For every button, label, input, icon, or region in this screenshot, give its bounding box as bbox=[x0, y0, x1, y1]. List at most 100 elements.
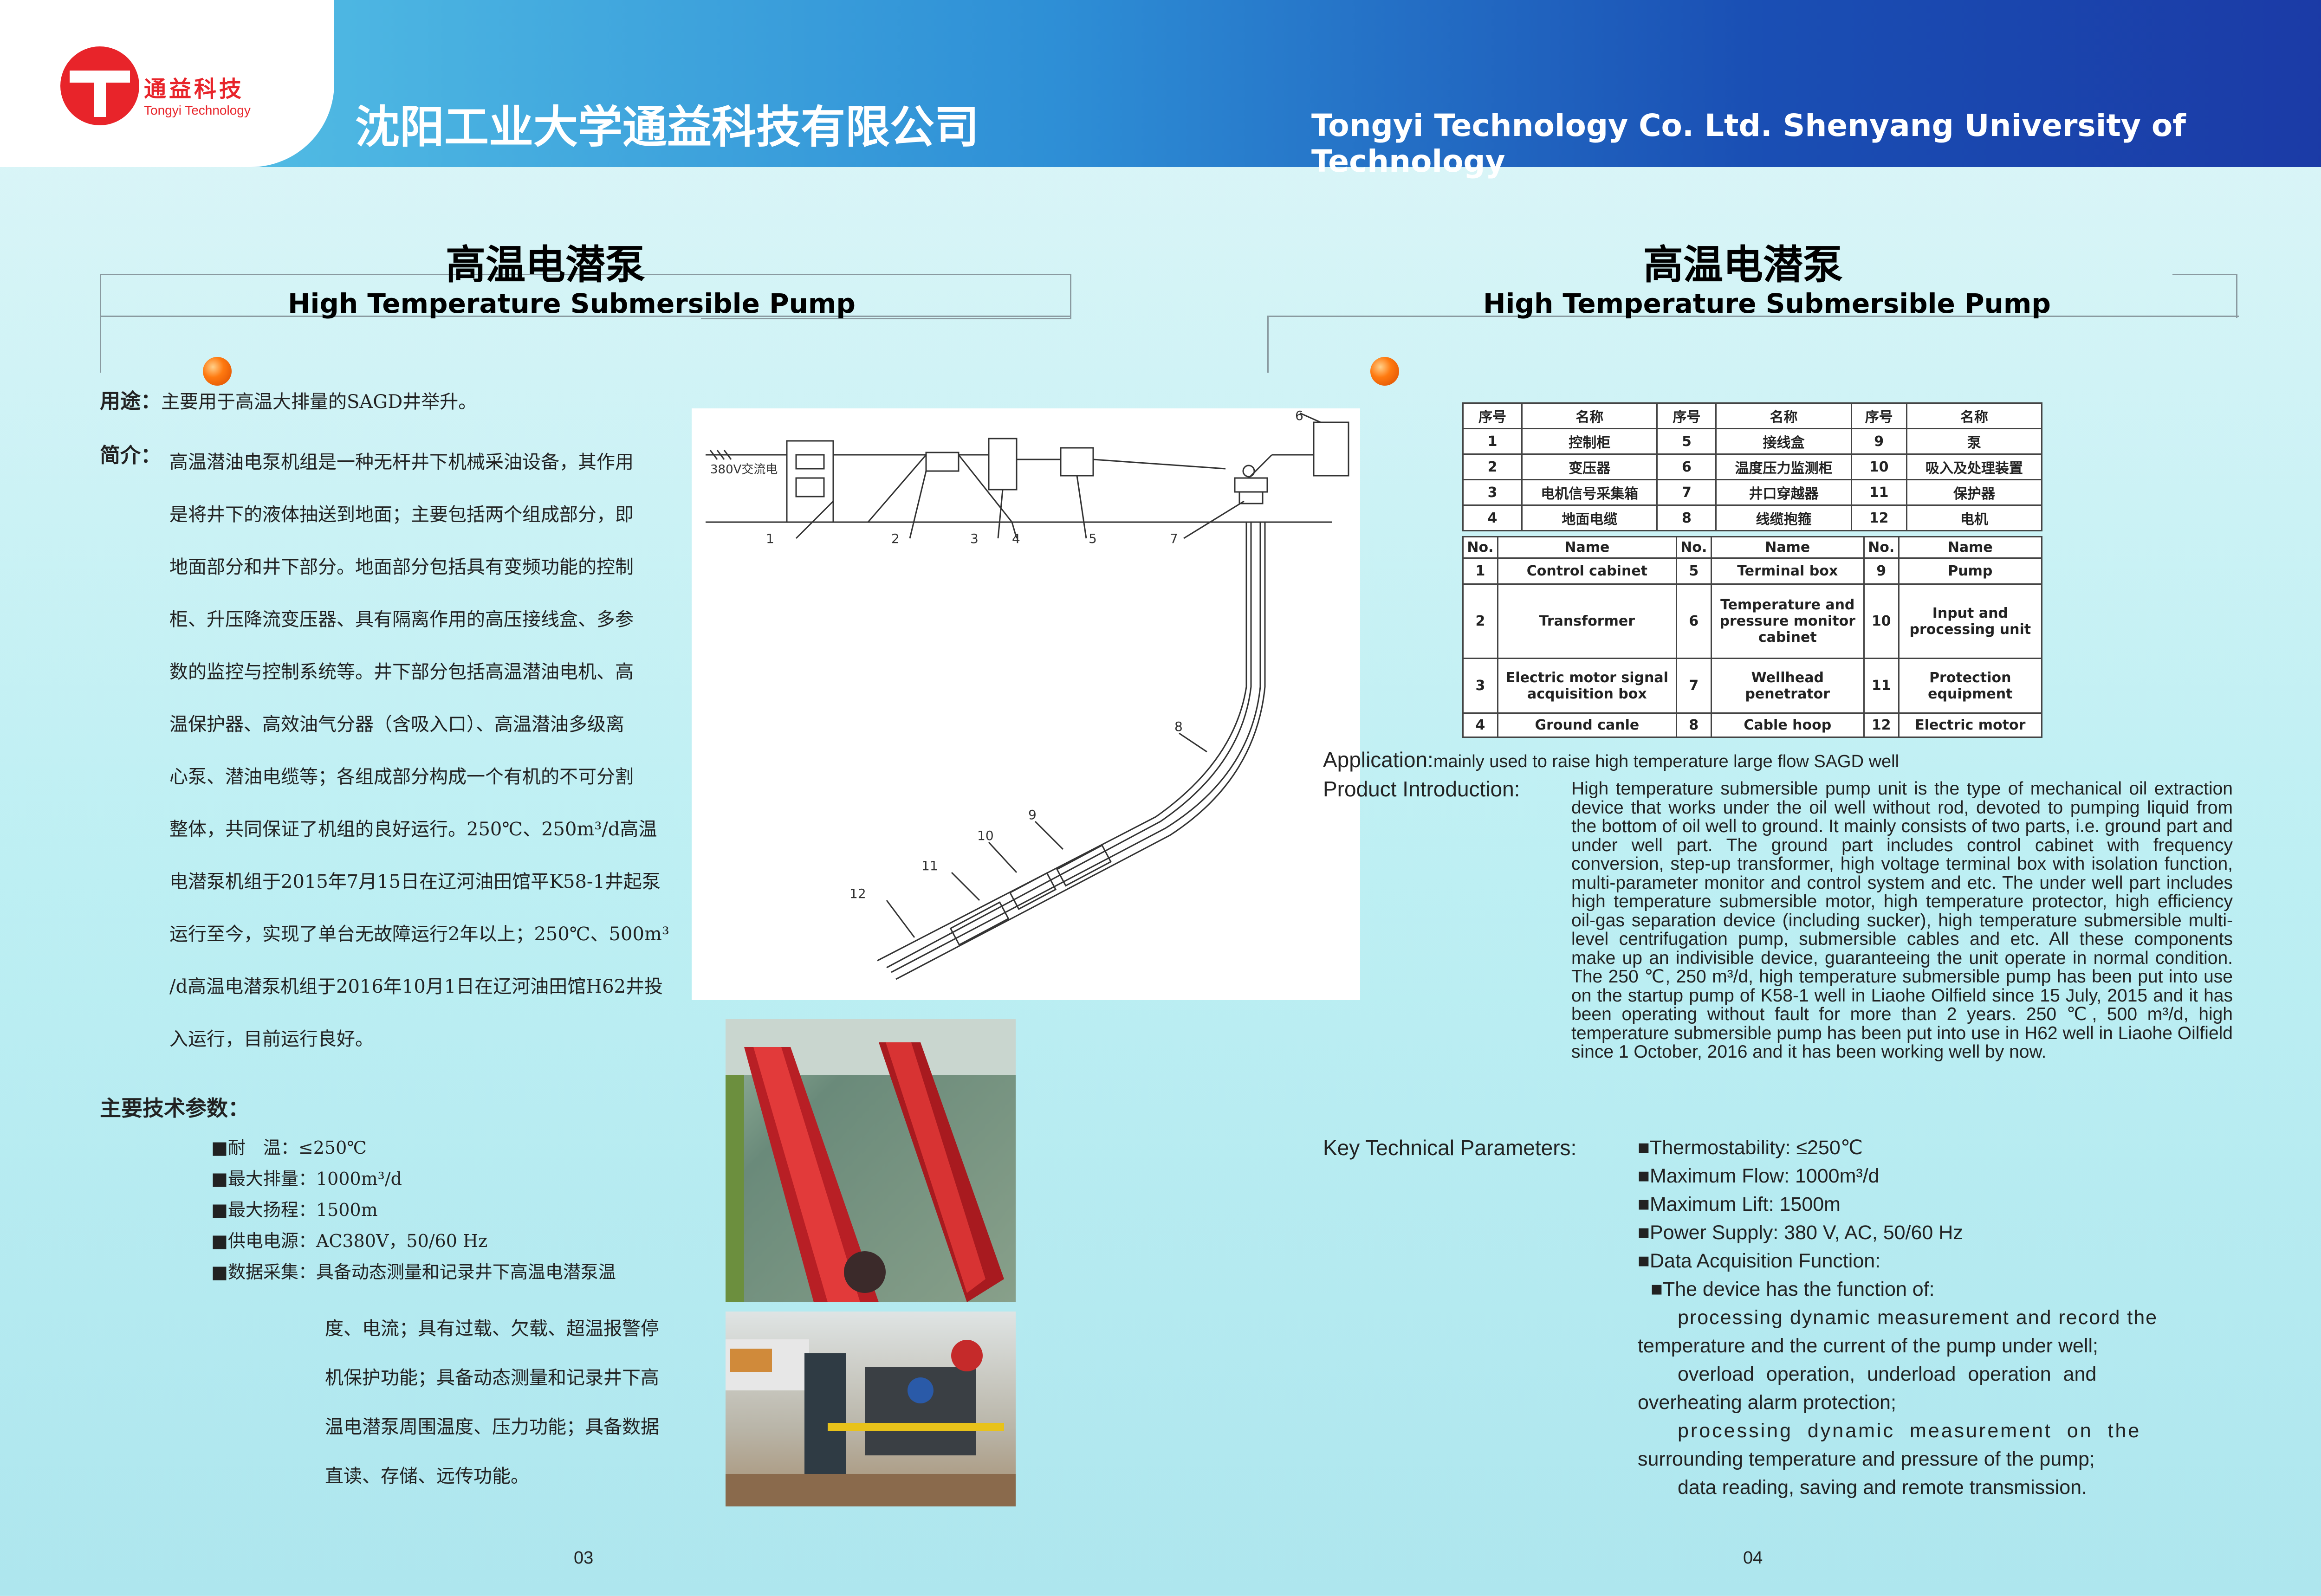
header-cell: No. bbox=[1675, 536, 1712, 559]
callout-6: 6 bbox=[1295, 408, 1303, 423]
usage-line: 用途：主要用于高温大排量的SAGD井举升。 bbox=[100, 388, 477, 416]
company-name-en: Tongyi Technology Co. Ltd. Shenyang Univ… bbox=[1311, 108, 2186, 179]
param-cont-line: 直读、存储、远传功能。 bbox=[325, 1466, 529, 1487]
intro-paragraph: 高温潜油电泵机组是一种无杆井下机械采油设备，其作用 是将井下的液体抽送到地面；主… bbox=[169, 436, 696, 1066]
intro-label: 简介： bbox=[100, 444, 161, 467]
cell: Pump bbox=[1898, 557, 2043, 585]
cell: 7 bbox=[1656, 479, 1717, 506]
table-header-row: No. Name No. Name No. Name bbox=[1462, 536, 2043, 559]
intro-line: 入运行，目前运行良好。 bbox=[169, 1028, 374, 1050]
right-title-en: High Temperature Submersible Pump bbox=[1483, 288, 2051, 319]
cell: 11 bbox=[1850, 479, 1907, 506]
cell: Transformer bbox=[1497, 583, 1677, 659]
header-cell: Name bbox=[1497, 536, 1677, 559]
left-title-frame bbox=[100, 274, 1071, 373]
cell: Protection equipment bbox=[1898, 658, 2043, 714]
param-item: ■Thermostability: ≤250℃ bbox=[1638, 1137, 1863, 1159]
params-title: 主要技术参数： bbox=[100, 1096, 249, 1121]
cell: 8 bbox=[1656, 504, 1717, 531]
cell: Control cabinet bbox=[1497, 557, 1677, 585]
wellhead-photo bbox=[726, 1312, 1016, 1506]
intro-line: 柜、升压降流变压器、具有隔离作用的高压接线盒、多参 bbox=[169, 609, 634, 630]
header-cell: Name bbox=[1710, 536, 1865, 559]
cell: 吸入及处理装置 bbox=[1906, 453, 2043, 480]
callout-11: 11 bbox=[921, 858, 938, 873]
param-cont-line: 机保护功能；具备动态测量和记录井下高 bbox=[325, 1367, 659, 1389]
cell: 3 bbox=[1462, 658, 1498, 714]
cell: 保护器 bbox=[1906, 479, 2043, 506]
cell: 4 bbox=[1462, 504, 1523, 531]
cell: Electric motor bbox=[1898, 712, 2043, 738]
function-head: ■The device has the function of: bbox=[1651, 1278, 1935, 1300]
cell: 12 bbox=[1863, 712, 1900, 738]
params-label-en: Key Technical Parameters: bbox=[1323, 1136, 1577, 1160]
intro-line: 心泵、潜油电缆等；各组成部分构成一个有机的不可分割 bbox=[169, 766, 634, 788]
callout-4: 4 bbox=[1012, 531, 1020, 546]
param-item: ■Maximum Flow: 1000m³/d bbox=[1638, 1165, 1880, 1187]
company-logo-icon bbox=[60, 46, 139, 125]
cell: 电机 bbox=[1906, 504, 2043, 531]
cell: 9 bbox=[1850, 428, 1907, 455]
header-cell: 序号 bbox=[1462, 402, 1523, 429]
header-cell: 序号 bbox=[1656, 402, 1717, 429]
header-cell: 名称 bbox=[1906, 402, 2043, 429]
table-header-row: 序号 名称 序号 名称 序号 名称 bbox=[1462, 402, 2043, 429]
cell: Ground canle bbox=[1497, 712, 1677, 738]
header-cell: 名称 bbox=[1715, 402, 1852, 429]
cell: 温度压力监测柜 bbox=[1715, 453, 1852, 480]
param-item: ■最大排量：1000m³/d bbox=[211, 1169, 402, 1189]
header-cell: Name bbox=[1898, 536, 2043, 559]
usage-label: 用途： bbox=[100, 389, 161, 413]
intro-label-en: Product Introduction: bbox=[1323, 777, 1520, 801]
intro-line: 是将井下的液体抽送到地面；主要包括两个组成部分，即 bbox=[169, 504, 634, 525]
cell: 4 bbox=[1462, 712, 1498, 738]
pump-photo bbox=[726, 1019, 1016, 1302]
cell: 3 bbox=[1462, 479, 1523, 506]
param-cont-line: 度、电流；具有过载、欠载、超温报警停 bbox=[325, 1318, 659, 1339]
cell: 接线盒 bbox=[1715, 428, 1852, 455]
cell: 8 bbox=[1675, 712, 1712, 738]
callout-3: 3 bbox=[970, 531, 979, 546]
callout-9: 9 bbox=[1028, 807, 1037, 822]
cell: Temperature and pressure monitor cabinet bbox=[1710, 583, 1865, 659]
cell: Input and processing unit bbox=[1898, 583, 2043, 659]
param-cont-line: 温电潜泵周围温度、压力功能；具备数据 bbox=[325, 1416, 659, 1438]
company-name-cn: 沈阳工业大学通益科技有限公司 bbox=[355, 101, 979, 153]
header-cell: No. bbox=[1863, 536, 1900, 559]
cell: Cable hoop bbox=[1710, 712, 1865, 738]
params-list-en: ■Thermostability: ≤250℃ ■Maximum Flow: 1… bbox=[1638, 1134, 2241, 1502]
function-line: data reading, saving and remote transmis… bbox=[1678, 1476, 2087, 1499]
cell: 线缆抱箍 bbox=[1715, 504, 1852, 531]
right-title-cn: 高温电潜泵 bbox=[1643, 242, 1843, 288]
intro-line: 温保护器、高效油气分器（含吸入口）、高温潜油多级离 bbox=[169, 714, 624, 735]
cell: 变压器 bbox=[1521, 453, 1658, 480]
bullet-dot-icon bbox=[1370, 357, 1399, 386]
logo-text-en: Tongyi Technology bbox=[144, 103, 251, 117]
logo-text-cn: 通益科技 bbox=[144, 76, 245, 102]
cell: 1 bbox=[1462, 428, 1523, 455]
cell: 2 bbox=[1462, 583, 1498, 659]
header-banner bbox=[0, 0, 2321, 167]
cell: 1 bbox=[1462, 557, 1498, 585]
function-line: temperature and the current of the pump … bbox=[1638, 1335, 2098, 1357]
cell: 控制柜 bbox=[1521, 428, 1658, 455]
intro-paragraph-en: High temperature submersible pump unit i… bbox=[1571, 779, 2233, 1062]
cell: Terminal box bbox=[1710, 557, 1865, 585]
left-title-en: High Temperature Submersible Pump bbox=[288, 288, 856, 319]
intro-line: /d高温电潜泵机组于2016年10月1日在辽河油田馆H62井投 bbox=[169, 976, 663, 997]
right-title-frame-corner bbox=[2172, 274, 2237, 318]
header-cell: 序号 bbox=[1850, 402, 1907, 429]
function-line: surrounding temperature and pressure of … bbox=[1638, 1448, 2095, 1470]
cell: 11 bbox=[1863, 658, 1900, 714]
param-item: ■供电电源：AC380V，50/60 Hz bbox=[211, 1231, 488, 1251]
cell: 9 bbox=[1863, 557, 1900, 585]
application-line: Application:mainly used to raise high te… bbox=[1323, 747, 1899, 772]
function-line: processing dynamic measurement and recor… bbox=[1678, 1306, 2158, 1329]
header-cell: 名称 bbox=[1521, 402, 1658, 429]
param-item: ■Power Supply: 380 V, AC, 50/60 Hz bbox=[1638, 1221, 1963, 1244]
callout-10: 10 bbox=[977, 828, 994, 843]
cell: Electric motor signal acquisition box bbox=[1497, 658, 1677, 714]
